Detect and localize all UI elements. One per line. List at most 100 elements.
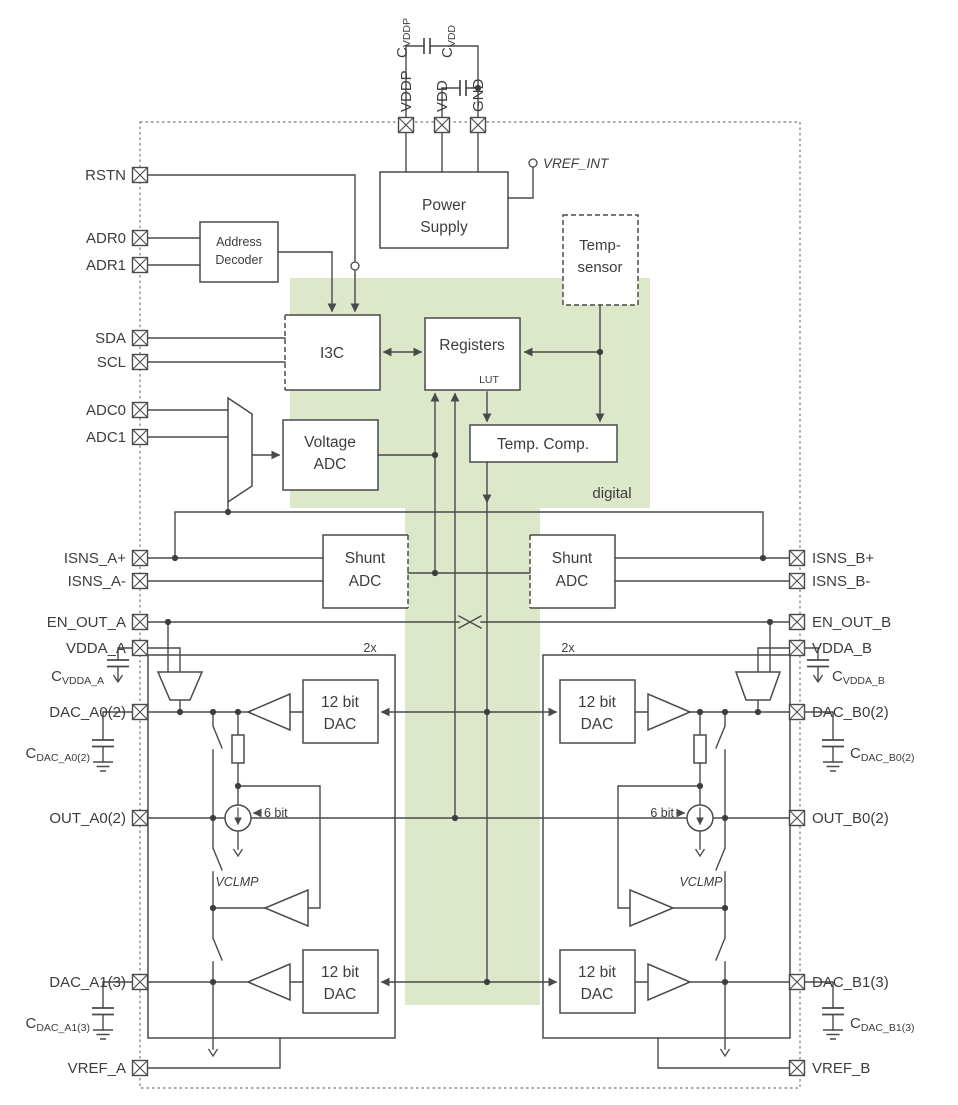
pin-label-gnd: GND — [470, 79, 487, 113]
rstn-wire — [147, 174, 356, 277]
shunt-adc-b-box — [529, 534, 616, 609]
pin-dac-a1-symbol — [131, 973, 149, 991]
temp-sensor-box — [562, 214, 639, 306]
labels: CVDDP CVDD VDDP VDD GND VREF_INT RSTN AD… — [25, 18, 914, 1077]
dac-a1-label2: DAC — [324, 986, 357, 1003]
address-decoder-label2: Decoder — [215, 253, 262, 267]
external-cap-wires — [102, 647, 834, 1031]
dac-a1-label: 12 bit — [321, 964, 360, 981]
pin-vref-b-symbol — [788, 1059, 806, 1077]
pin-label-adc0: ADC0 — [86, 402, 126, 419]
cap-label-cvdd: CVDD — [439, 25, 458, 58]
pin-label-vref-a: VREF_A — [68, 1060, 126, 1077]
pin-label-isns-b-minus: ISNS_B- — [812, 573, 870, 590]
pin-label-isns-b-plus: ISNS_B+ — [812, 550, 874, 567]
cap-vdda-b-icon — [806, 659, 830, 668]
power-supply-box — [379, 171, 509, 249]
pin-label-vdda-b: VDDA_B — [812, 640, 872, 657]
pin-adc0-symbol — [131, 401, 149, 419]
vclmp-label-b: VCLMP — [679, 875, 723, 889]
cap-dac-b0-icon — [821, 739, 845, 748]
cap-label-cdac-b0: CDAC_B0(2) — [850, 745, 915, 764]
pin-label-scl: SCL — [97, 354, 126, 371]
pin-dac-a0-symbol — [131, 703, 149, 721]
pin-label-adr0: ADR0 — [86, 230, 126, 247]
dac-b0-label2: DAC — [581, 716, 614, 733]
ground-arrow-icon — [719, 1048, 731, 1057]
dac-a0-box — [302, 679, 379, 744]
pin-dac-b0-symbol — [788, 703, 806, 721]
pin-scl-symbol — [131, 353, 149, 371]
shunt-adc-a-label2: ADC — [349, 573, 382, 590]
pin-rstn-symbol — [131, 166, 149, 184]
dac-a0-label2: DAC — [324, 716, 357, 733]
address-decoder-box — [199, 221, 279, 283]
power-supply-label2: Supply — [420, 219, 468, 236]
registers-box — [424, 317, 521, 391]
pin-label-dac-b1: DAC_B1(3) — [812, 974, 889, 991]
channel-a-mux-icon — [156, 671, 204, 701]
pin-vdd-symbol — [433, 116, 451, 134]
temp-sensor-label: Temp- — [579, 237, 621, 254]
six-bit-label-b: 6 bit — [650, 806, 674, 820]
pin-label-sda: SDA — [95, 330, 126, 347]
top-power-wires — [405, 45, 479, 173]
voltage-adc-label2: ADC — [314, 456, 347, 473]
pin-adr1-symbol — [131, 256, 149, 274]
pin-label-dac-a0: DAC_A0(2) — [49, 704, 126, 721]
pin-dac-b1-symbol — [788, 973, 806, 991]
pin-adc1-symbol — [131, 428, 149, 446]
pin-label-rstn: RSTN — [85, 167, 126, 184]
pin-label-vdda-a: VDDA_A — [66, 640, 126, 657]
pin-isns-a-minus-symbol — [131, 572, 149, 590]
pin-label-adc1: ADC1 — [86, 429, 126, 446]
pin-label-out-a0: OUT_A0(2) — [49, 810, 126, 827]
shunt-adc-b-label2: ADC — [556, 573, 589, 590]
vref-int-terminal-icon — [528, 158, 538, 168]
ground-icon — [92, 761, 114, 772]
cap-label-cvdda-a: CVDDA_A — [51, 668, 104, 687]
cap-dac-b1-icon — [821, 1007, 845, 1016]
cap-label-cvddp: CVDDP — [394, 18, 413, 58]
shunt-adc-b-label: Shunt — [552, 550, 593, 567]
shunt-adc-a-box — [322, 534, 409, 609]
voltage-adc-box — [282, 419, 379, 491]
cap-label-cdac-b1: CDAC_B1(3) — [850, 1015, 915, 1034]
dac-a1-box — [302, 949, 379, 1014]
adc-mux-icon — [227, 396, 253, 504]
temp-comp-box — [469, 424, 618, 463]
pin-en-out-b-symbol — [788, 613, 806, 631]
isns-wires — [147, 502, 790, 582]
buffer-b0-icon — [647, 692, 692, 732]
pin-label-vdd: VDD — [434, 80, 451, 112]
pin-label-dac-a1: DAC_A1(3) — [49, 974, 126, 991]
buffer-b1-icon — [647, 962, 692, 1002]
pin-out-b0-symbol — [788, 809, 806, 827]
two-x-label-b: 2x — [561, 641, 575, 655]
i2c-wires — [147, 337, 286, 363]
vclmp-label-a: VCLMP — [215, 875, 259, 889]
voltage-adc-label: Voltage — [304, 434, 356, 451]
enable-vdda-wires — [147, 615, 790, 673]
cap-label-cvdda-b: CVDDA_B — [832, 668, 885, 687]
temp-comp-label: Temp. Comp. — [497, 436, 589, 453]
vref-int-wire — [507, 167, 534, 199]
address-decoder-label: Address — [216, 235, 262, 249]
pin-isns-a-plus-symbol — [131, 549, 149, 567]
power-supply-label: Power — [422, 197, 466, 214]
vclmp-buffer-a-icon — [263, 888, 309, 928]
cap-dac-a1-icon — [91, 1007, 115, 1016]
dac-a0-label: 12 bit — [321, 694, 360, 711]
i3c-label: I3C — [320, 345, 344, 362]
pin-label-isns-a-plus: ISNS_A+ — [64, 550, 126, 567]
pin-vddp-symbol — [397, 116, 415, 134]
cap-dac-a0-icon — [91, 739, 115, 748]
pin-label-vref-b: VREF_B — [812, 1060, 870, 1077]
cap-label-cdac-a0: CDAC_A0(2) — [25, 745, 90, 764]
dac-b0-box — [559, 679, 636, 744]
pin-sda-symbol — [131, 329, 149, 347]
signal-label-vref-int: VREF_INT — [543, 156, 610, 171]
dac-b0-label: 12 bit — [578, 694, 617, 711]
ground-arrow-icon — [207, 1048, 219, 1057]
